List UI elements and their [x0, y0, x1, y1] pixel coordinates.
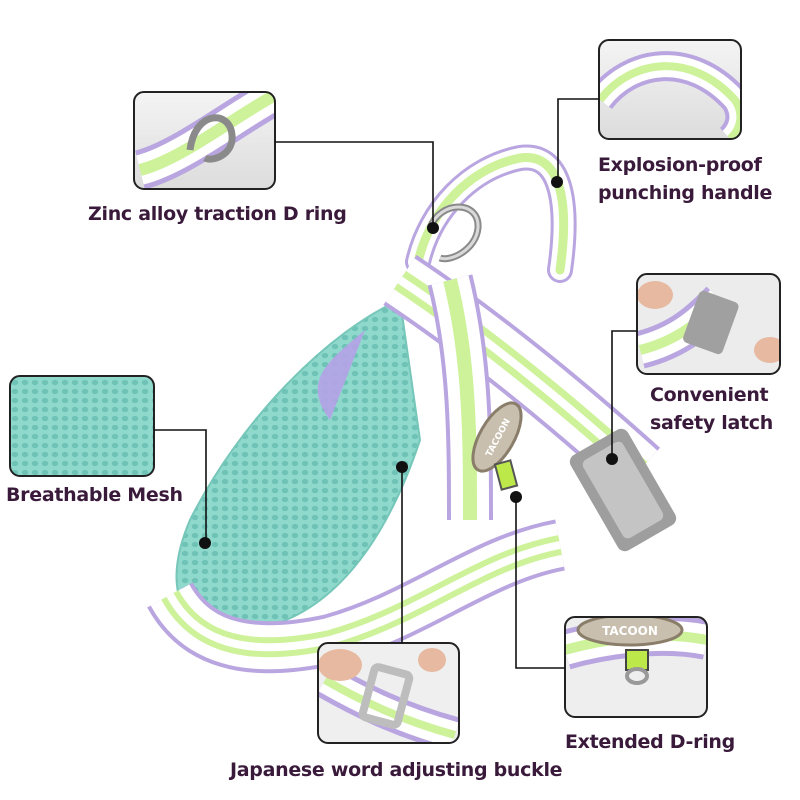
latch-icon	[683, 290, 739, 355]
buckle-label: Japanese word adjusting buckle	[230, 759, 563, 781]
d-ring-icon	[186, 114, 236, 163]
buckle-icon	[569, 428, 677, 552]
inset-extended-ring: TACOON	[564, 616, 708, 718]
brand-tag-text-inset: TACOON	[602, 624, 658, 638]
inset-latch	[636, 273, 781, 375]
latch-label-line1: Convenient	[650, 384, 769, 406]
d-ring-label: Zinc alloy traction D ring	[88, 203, 347, 225]
inset-adjusting-buckle	[317, 642, 460, 744]
callout-dots	[199, 176, 618, 549]
latch-label: Convenient safety latch	[650, 381, 773, 437]
handle-label: Explosion-proof punching handle	[598, 151, 772, 207]
harness: TACOON	[147, 144, 677, 674]
extended-ring-label: Extended D-ring	[565, 731, 735, 753]
inset-handle	[598, 39, 742, 140]
inset-mesh	[9, 375, 155, 477]
inset-d-ring	[133, 91, 276, 190]
callout-connectors	[154, 98, 637, 669]
handle-label-line2: punching handle	[598, 182, 773, 204]
mesh-label: Breathable Mesh	[6, 484, 183, 506]
handle-label-line1: Explosion-proof	[598, 154, 762, 176]
latch-label-line2: safety latch	[650, 412, 773, 434]
